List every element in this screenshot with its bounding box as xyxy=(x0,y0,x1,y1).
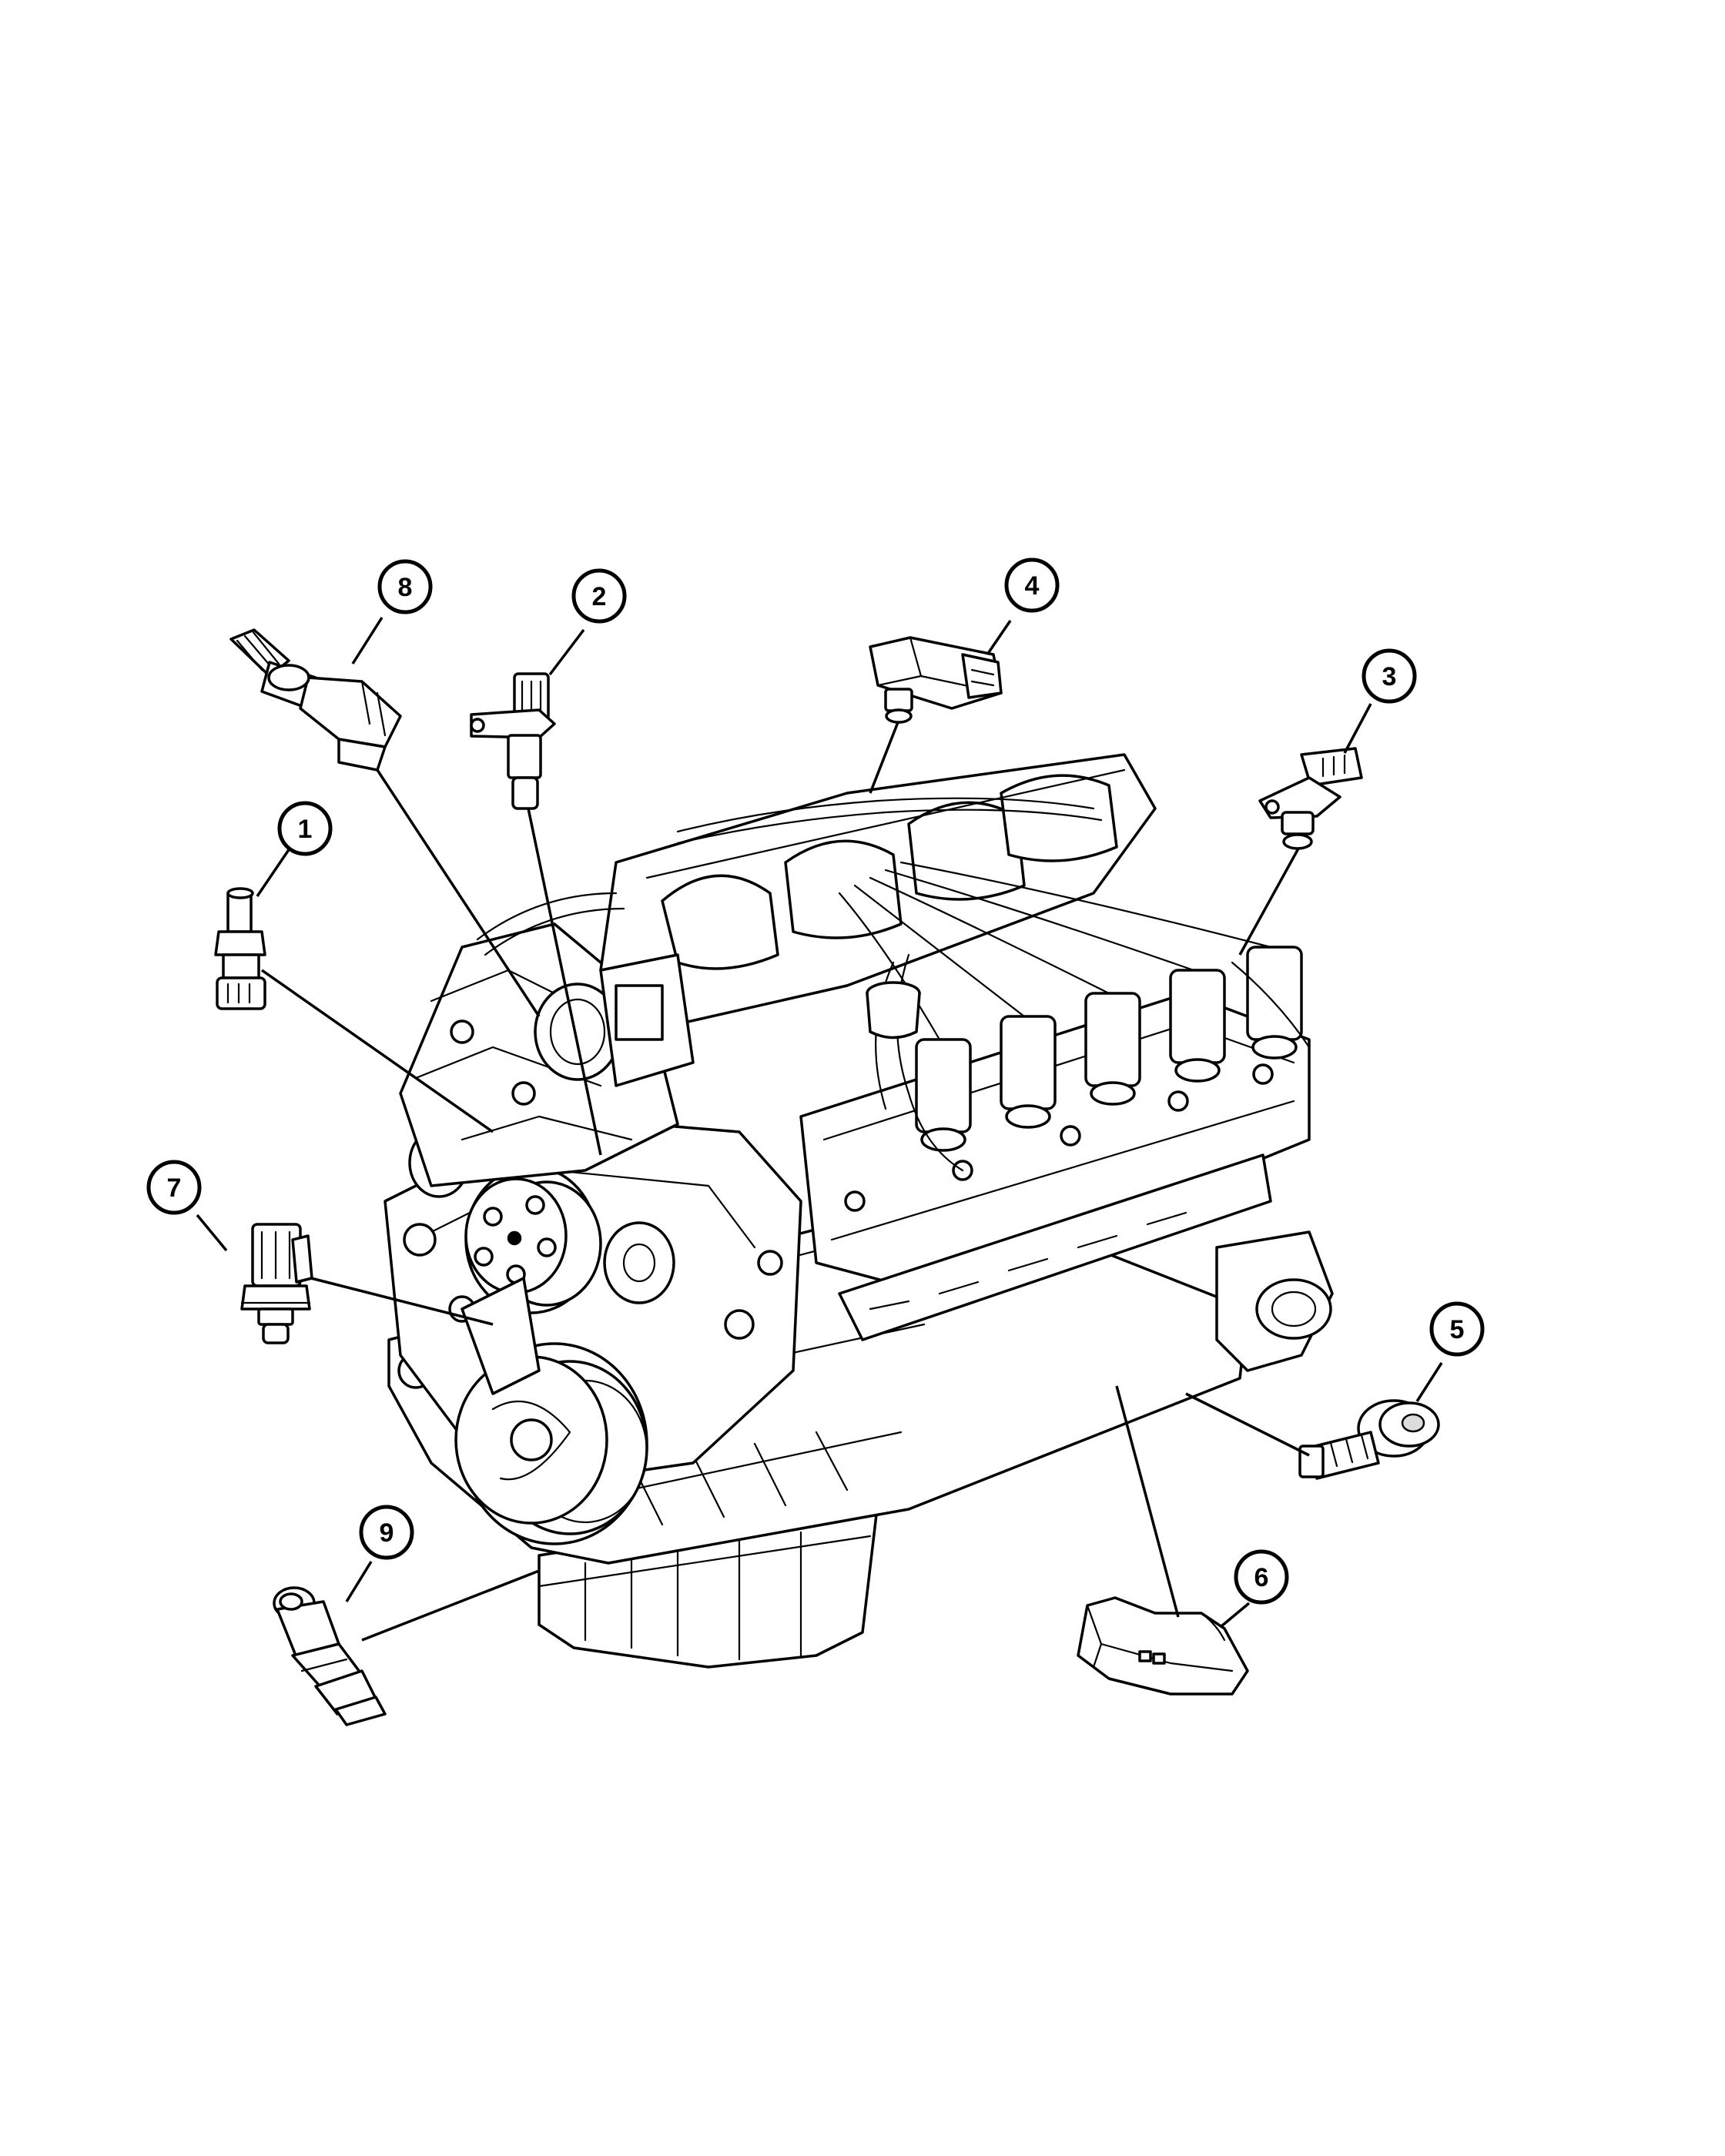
leader-7-engine xyxy=(310,1277,494,1326)
leader-3-engine xyxy=(1238,848,1300,956)
callout-1: 1 xyxy=(277,801,333,856)
crankshaft-damper xyxy=(454,1342,648,1545)
sensor-2[interactable] xyxy=(470,672,556,810)
intake-manifold xyxy=(599,753,1157,1026)
callout-8-label: 8 xyxy=(398,573,413,602)
leader-9-engine xyxy=(361,1569,540,1642)
leader-8-engine xyxy=(376,769,541,1017)
leader-1 xyxy=(256,848,291,897)
sensor-5[interactable] xyxy=(1298,1399,1440,1480)
sensor-9[interactable] xyxy=(273,1586,387,1726)
callout-4: 4 xyxy=(1004,557,1060,613)
callout-9: 9 xyxy=(359,1505,414,1560)
item-6[interactable] xyxy=(1077,1596,1249,1696)
leader-8 xyxy=(351,617,384,665)
leader-lines xyxy=(196,617,1443,1642)
callout-7: 7 xyxy=(146,1160,202,1215)
leader-1-engine xyxy=(260,969,494,1133)
leader-6-engine xyxy=(1115,1385,1180,1618)
callout-5-label: 5 xyxy=(1450,1315,1465,1344)
ignition-coils xyxy=(915,946,1303,1152)
engine-assembly xyxy=(384,753,1334,1669)
callout-4-label: 4 xyxy=(1025,571,1040,601)
leader-4-engine xyxy=(869,721,899,794)
callout-8: 8 xyxy=(377,559,433,614)
exhaust-manifold xyxy=(1215,1230,1334,1372)
callout-7-label: 7 xyxy=(167,1173,182,1203)
callout-2: 2 xyxy=(571,568,627,624)
sensor-4[interactable] xyxy=(869,636,1003,724)
sensor-7[interactable] xyxy=(240,1223,313,1344)
sensor-1[interactable] xyxy=(214,887,266,1010)
leader-5 xyxy=(1415,1362,1443,1402)
leader-9 xyxy=(345,1561,373,1602)
callout-6-label: 6 xyxy=(1254,1563,1269,1592)
leader-3 xyxy=(1343,703,1372,754)
leader-2 xyxy=(548,628,585,676)
leader-6 xyxy=(1220,1602,1251,1628)
leader-7 xyxy=(196,1214,228,1252)
callout-9-label: 9 xyxy=(380,1518,394,1548)
sensor-8[interactable] xyxy=(229,628,402,772)
callout-5: 5 xyxy=(1429,1301,1485,1357)
accessory-bracket xyxy=(461,1277,541,1395)
leader-5-engine xyxy=(1185,1392,1310,1457)
callout-2-label: 2 xyxy=(592,582,607,611)
callout-6: 6 xyxy=(1234,1549,1289,1605)
callout-3: 3 xyxy=(1362,648,1417,704)
oil-filler-neck xyxy=(866,981,921,1040)
callout-1-label: 1 xyxy=(298,815,313,844)
leader-4 xyxy=(986,620,1012,655)
sensor-3[interactable] xyxy=(1258,747,1363,850)
throttle-body xyxy=(534,953,695,1087)
leader-2-engine xyxy=(527,808,602,1156)
callout-3-label: 3 xyxy=(1382,662,1397,691)
